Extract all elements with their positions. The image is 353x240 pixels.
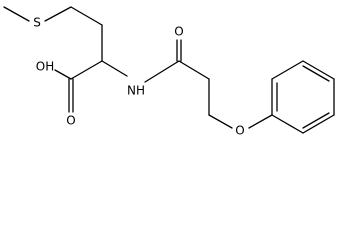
bond-ch2-ch2 — [70, 6, 103, 26]
bond-alpha-carboxyl — [70, 60, 103, 80]
bond-alpha-n — [101, 60, 128, 77]
bond-carbonyl-ch2 — [178, 60, 210, 80]
ring-bond-2 — [271, 60, 304, 80]
ring-inner-bond-2 — [302, 65, 330, 82]
bond-carboxyl-oh — [54, 69, 72, 80]
hydroxyl-atom-label: OH — [36, 60, 54, 74]
bond-ch2-o — [208, 114, 233, 129]
ether-oxygen-label: O — [235, 124, 244, 138]
ring-bond-3 — [302, 60, 335, 80]
amide-nitrogen-label: NH — [127, 84, 145, 98]
bond-methyl-s — [3, 6, 30, 22]
sulfur-atom-label: S — [33, 16, 41, 30]
ring-bond-5 — [302, 114, 335, 134]
bond-n-carbonyl — [144, 60, 180, 83]
ring-inner-bond-3 — [302, 112, 330, 129]
bond-s-ch2 — [44, 6, 72, 22]
amide-oxygen-label: O — [174, 25, 183, 39]
ring-bond-6 — [271, 114, 304, 134]
carboxyl-oxygen-label: O — [66, 114, 75, 128]
structure-canvas: S OH O NH O O — [3, 6, 335, 138]
molecule-diagram: S OH O NH O O — [3, 6, 335, 138]
bond-o-phenyl — [248, 114, 273, 129]
